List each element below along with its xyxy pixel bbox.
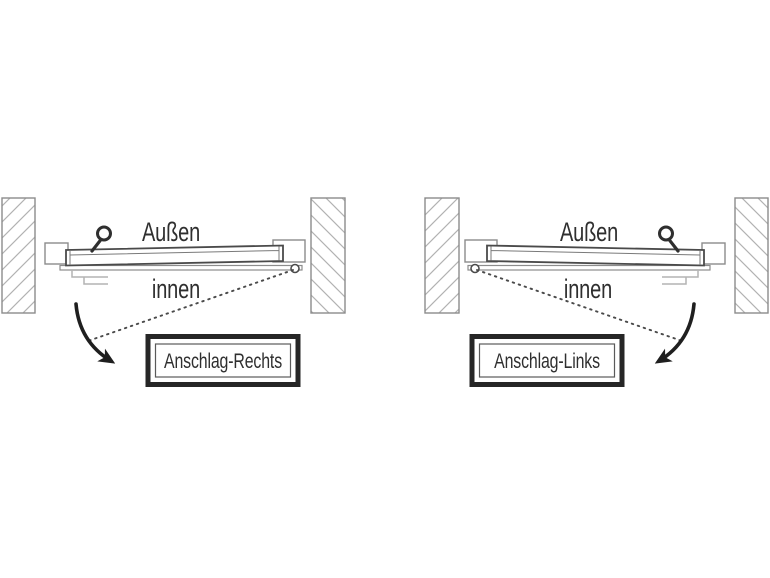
diagram-anschlag-rechts: Außen innen Anschlag-Rechts (1, 197, 346, 387)
caption-box-inner-border (154, 343, 292, 378)
latch-keep-inner (662, 277, 687, 285)
caption-box-inner-border (478, 343, 616, 378)
caption-label: Anschlag-Links (494, 350, 600, 374)
outside-label: Außen (560, 217, 618, 248)
outside-label: Außen (142, 217, 200, 248)
latch-keep-outline (71, 270, 108, 278)
door-leaf-detail-lines (69, 246, 280, 265)
door-frame-block-right (701, 242, 726, 265)
diagram-anschlag-links: Außen innen Anschlag-Links (424, 197, 769, 387)
caption-box-anschlag-rechts: Anschlag-Rechts (145, 334, 301, 387)
wall-section-right (310, 197, 346, 314)
latch-keep-outline (662, 270, 699, 278)
door-handle-stem (667, 237, 680, 253)
wall-section-right (734, 197, 769, 314)
swing-path-dotted-line (87, 269, 294, 342)
inside-label: innen (152, 274, 200, 305)
door-leaf (486, 244, 705, 267)
wall-section-left (424, 197, 460, 314)
wall-section-left (1, 197, 36, 314)
door-handle-stem (90, 237, 103, 253)
hinge-pin (470, 263, 480, 274)
swing-direction-arrow-icon (74, 302, 116, 364)
threshold-profile (59, 264, 303, 271)
door-frame-block-left (44, 242, 69, 265)
latch-keep-inner (83, 277, 108, 285)
swing-path-dotted-line (476, 269, 683, 342)
door-handle-icon (96, 225, 112, 242)
caption-label: Anschlag-Rechts (164, 350, 282, 374)
threshold-profile (467, 264, 711, 271)
door-leaf (65, 244, 284, 267)
door-handle-icon (658, 225, 674, 242)
inside-label: innen (564, 274, 612, 305)
door-leaf-detail-lines (490, 246, 701, 265)
caption-box-anschlag-links: Anschlag-Links (469, 334, 625, 387)
swing-direction-arrow-icon (654, 302, 696, 364)
hinge-pin (290, 263, 300, 274)
